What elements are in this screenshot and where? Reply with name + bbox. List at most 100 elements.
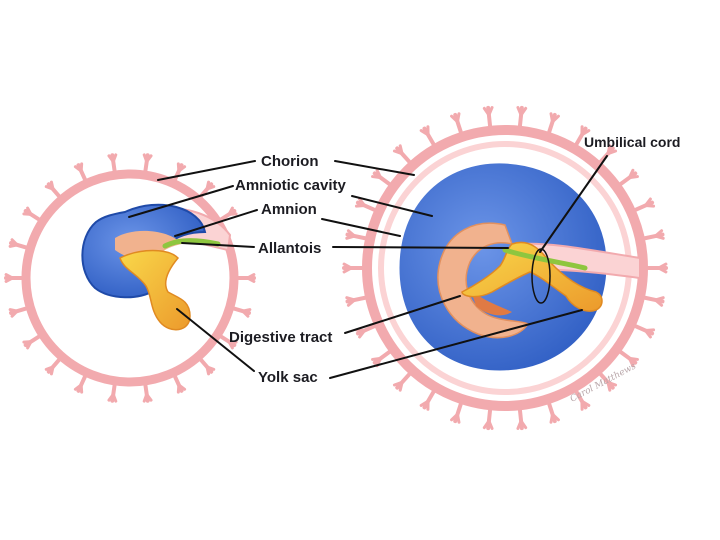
villus-stem xyxy=(355,324,377,336)
label-chorion: Chorion xyxy=(261,153,319,170)
leader-umbilical-cord xyxy=(539,155,608,253)
villus-stem xyxy=(453,402,463,424)
villus-stem xyxy=(372,171,392,186)
leader-chorion-left xyxy=(157,160,256,181)
villus-branch xyxy=(455,112,461,124)
villus-stem xyxy=(642,232,665,241)
allantois-left xyxy=(162,238,221,249)
label-yolk-sac: Yolk sac xyxy=(258,369,318,386)
label-umbilical-cord: Umbilical cord xyxy=(584,134,680,150)
villus-branch xyxy=(392,380,404,387)
villus-branch xyxy=(44,365,55,371)
villus-stem xyxy=(198,357,214,374)
villus-branch xyxy=(177,165,187,173)
villus-stem xyxy=(46,182,62,199)
villus-branch xyxy=(644,203,656,208)
allantois-right xyxy=(502,247,588,271)
leader-amnion-right xyxy=(321,218,401,237)
villus-branch xyxy=(205,185,216,191)
amnion-right xyxy=(396,160,610,374)
villus-branch xyxy=(49,180,55,191)
villus-branch xyxy=(551,114,560,124)
villus-stem xyxy=(547,112,557,134)
label-allantois: Allantois xyxy=(258,240,321,257)
villus-stem xyxy=(345,232,368,241)
villus-branch xyxy=(653,298,664,307)
villus-stem xyxy=(231,306,251,315)
villus-branch xyxy=(227,212,238,216)
villus-stem xyxy=(218,334,237,348)
villus-stem xyxy=(422,126,436,147)
chorion-ring-left xyxy=(21,169,239,387)
villus-stem xyxy=(46,357,62,374)
chorionic-villi-right xyxy=(342,105,668,431)
chorionic-villi-left xyxy=(4,153,256,403)
villus-stem xyxy=(110,382,117,403)
yolk-sac-right xyxy=(461,241,603,312)
villus-branch xyxy=(657,266,668,274)
chorion-ring-right xyxy=(362,125,648,411)
villus-branch xyxy=(346,229,357,238)
villus-branch xyxy=(606,380,612,392)
leader-lines xyxy=(128,155,608,379)
villus-branch xyxy=(10,238,19,247)
villus-stem xyxy=(345,295,368,304)
villus-branch xyxy=(142,392,149,403)
villus-stem xyxy=(618,350,638,365)
villus-branch xyxy=(627,356,635,368)
later-embryo xyxy=(342,105,668,431)
villus-branch xyxy=(482,419,491,430)
villus-stem xyxy=(547,402,557,424)
leader-amniotic-left xyxy=(128,185,234,218)
villus-stem xyxy=(517,408,524,431)
villus-branch xyxy=(606,149,618,156)
villus-branch xyxy=(241,309,250,318)
villus-stem xyxy=(642,295,665,304)
villus-stem xyxy=(76,163,88,182)
leader-amniotic-right xyxy=(351,195,433,217)
villus-branch xyxy=(450,412,459,422)
villus-stem xyxy=(618,171,638,186)
villus-branch xyxy=(111,153,118,164)
villus-branch xyxy=(345,296,357,302)
villus-branch xyxy=(4,273,14,280)
villus-stem xyxy=(598,372,615,390)
villus-branch xyxy=(176,383,181,394)
villus-stem xyxy=(395,146,412,164)
leader-yolk-sac-right xyxy=(329,309,583,379)
villus-stem xyxy=(143,153,150,174)
villus-branch xyxy=(419,399,430,407)
villus-stem xyxy=(110,153,117,174)
villus-stem xyxy=(218,208,237,222)
villus-branch xyxy=(107,392,115,402)
villus-branch xyxy=(487,106,494,117)
leader-chorion-right xyxy=(334,160,415,176)
embryo-inner-right xyxy=(470,288,512,316)
villus-stem xyxy=(574,389,588,410)
villus-branch xyxy=(627,175,639,180)
villus-stem xyxy=(633,324,655,336)
villus-branch xyxy=(358,197,366,207)
villus-branch xyxy=(375,168,383,180)
villus-stem xyxy=(486,105,493,128)
label-amnion: Amnion xyxy=(261,201,317,218)
leader-yolk-sac-left xyxy=(176,308,255,372)
villus-stem xyxy=(633,200,655,212)
villus-stem xyxy=(598,146,615,164)
villus-branch xyxy=(653,234,665,240)
label-amniotic-cavity: Amniotic cavity xyxy=(235,177,347,194)
leader-allantois-right xyxy=(332,246,509,249)
villus-stem xyxy=(9,306,29,315)
leader-allantois-left xyxy=(181,242,255,248)
villus-branch xyxy=(227,340,234,350)
villus-branch xyxy=(644,329,652,339)
leader-amnion-left xyxy=(174,209,258,237)
villus-stem xyxy=(23,334,42,348)
villus-stem xyxy=(517,105,524,128)
villus-branch xyxy=(516,419,523,430)
label-digestive-tract: Digestive tract xyxy=(229,329,332,346)
villus-branch xyxy=(73,383,83,391)
leader-digestive-tract xyxy=(344,295,461,334)
